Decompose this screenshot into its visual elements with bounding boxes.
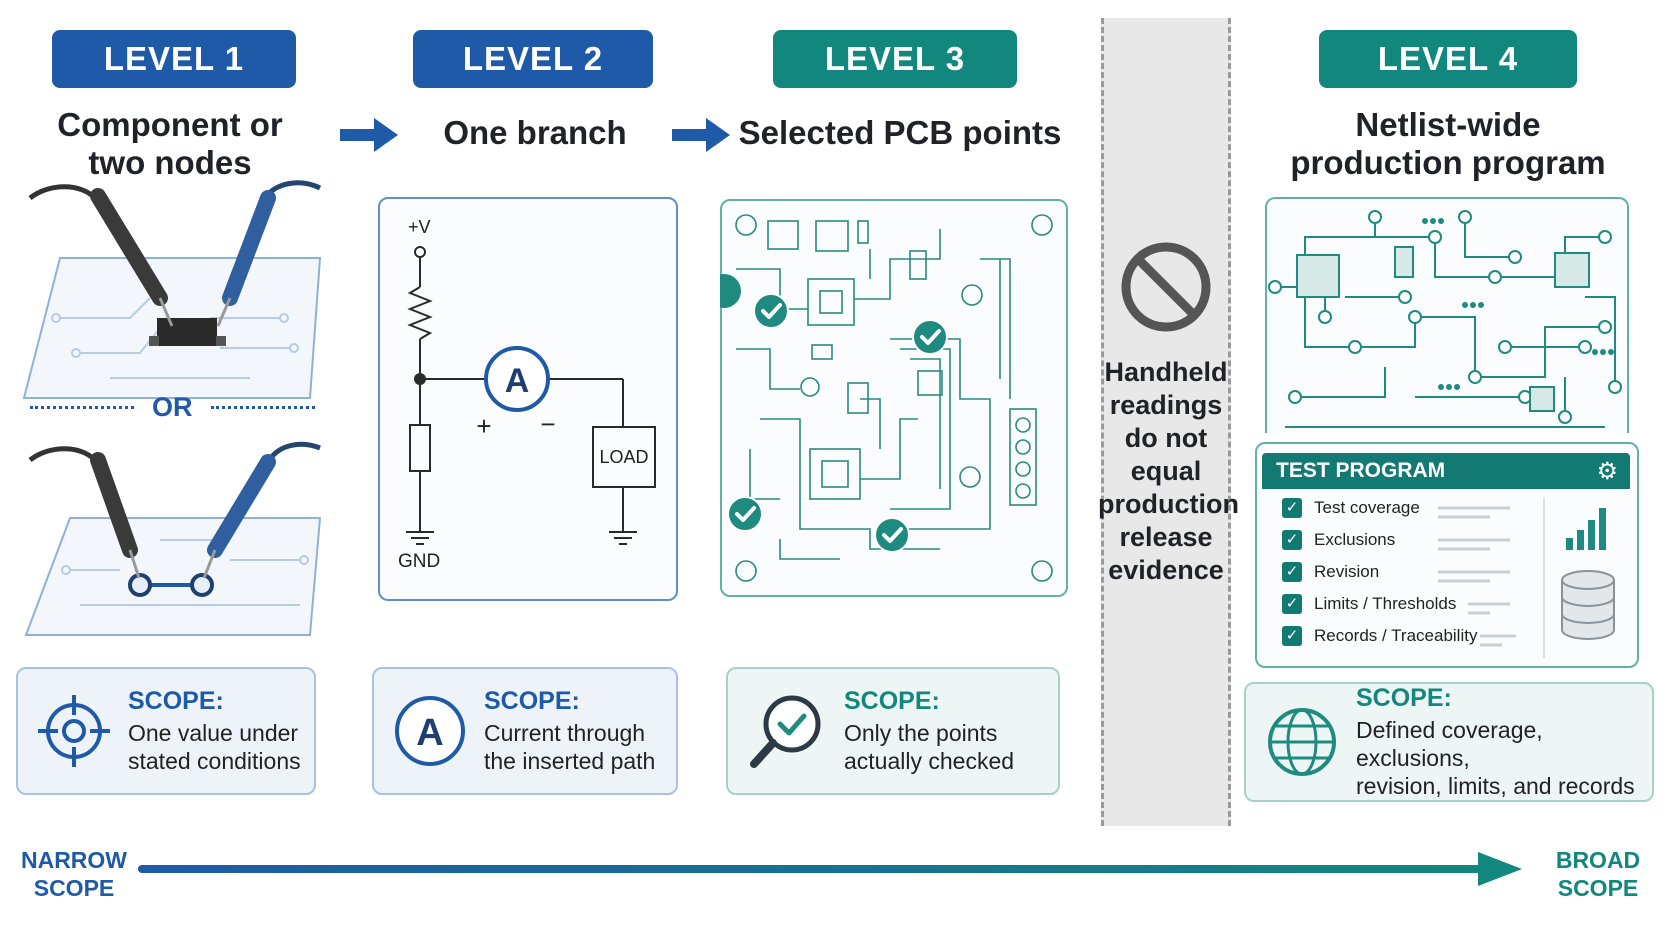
test-program-item-label: Exclusions <box>1314 530 1396 549</box>
test-program-header: TEST PROGRAM ⚙ <box>1262 453 1630 489</box>
gear-icon[interactable]: ⚙ <box>1596 457 1618 485</box>
level-4-badge: LEVEL 4 <box>1319 30 1577 88</box>
level-4-title-line1: Netlist-wide <box>1355 106 1541 143</box>
level-2-badge: LEVEL 2 <box>413 30 653 88</box>
scope-heading: SCOPE: <box>128 687 224 715</box>
test-program-item: ✓ Records / Traceability <box>1282 626 1477 646</box>
or-label: OR <box>152 392 193 422</box>
test-program-title: TEST PROGRAM <box>1276 459 1446 482</box>
scope-line: Defined coverage, exclusions, <box>1356 717 1543 771</box>
or-dash <box>30 406 134 409</box>
scope-line: revision, limits, and records <box>1356 773 1635 799</box>
scope-heading: SCOPE: <box>1356 684 1452 712</box>
checkbox-icon[interactable]: ✓ <box>1282 626 1302 646</box>
test-program-item-label: Revision <box>1314 562 1380 581</box>
bar-chart-icon <box>1566 508 1606 550</box>
or-dash <box>210 406 315 409</box>
broad-scope-line2: SCOPE <box>1557 875 1639 901</box>
scope-arrow <box>138 852 1522 886</box>
test-program-item-label: Records / Traceability <box>1314 626 1478 645</box>
scope-text: SCOPE: Current through the inserted path <box>484 687 655 775</box>
test-program-decoration <box>1438 498 1615 658</box>
magnifier-check-icon <box>750 695 821 768</box>
scope-text: SCOPE: Defined coverage, exclusions, rev… <box>1356 684 1652 800</box>
warning-line: production <box>1098 489 1239 519</box>
level-1-badge: LEVEL 1 <box>52 30 296 88</box>
netlist-diagram <box>1268 210 1622 428</box>
level-4-title: Netlist-wide production program <box>1270 106 1626 182</box>
gnd-label: GND <box>398 551 440 572</box>
warning-line: readings <box>1109 390 1223 420</box>
checkbox-icon[interactable]: ✓ <box>1282 498 1302 518</box>
level-1-title-line2: two nodes <box>88 144 252 181</box>
load-label: LOAD <box>599 447 648 467</box>
warning-text: Handheld readings do not equal productio… <box>1098 356 1239 587</box>
check-circle-icon <box>912 319 948 355</box>
scope-card-level-2: A SCOPE: Current through the inserted pa… <box>372 667 678 795</box>
ammeter-icon-letter: A <box>416 712 443 754</box>
checkbox-icon[interactable]: ✓ <box>1282 594 1302 614</box>
warning-divider: Handheld readings do not equal productio… <box>1098 18 1239 826</box>
globe-icon <box>1268 708 1336 776</box>
level-1-title: Component or two nodes <box>30 106 310 182</box>
narrow-scope-line1: NARROW <box>20 847 128 873</box>
checkbox-icon[interactable]: ✓ <box>1282 530 1302 550</box>
scope-line: Only the points <box>844 720 998 746</box>
test-program-item: ✓ Test coverage <box>1282 498 1420 518</box>
arrow-right-icon <box>672 118 730 152</box>
warning-line: Handheld <box>1104 357 1228 387</box>
probe-on-component-illustration <box>22 180 322 399</box>
broad-scope-label: BROAD SCOPE <box>1540 846 1656 902</box>
scope-line: One value under <box>128 720 299 746</box>
narrow-scope-line2: SCOPE <box>33 875 115 901</box>
level-4-title-line2: production program <box>1290 144 1606 181</box>
test-program-item-label: Limits / Thresholds <box>1314 594 1457 613</box>
scope-line: stated conditions <box>128 748 301 774</box>
test-program-item: ✓ Exclusions <box>1282 530 1395 550</box>
warning-line: evidence <box>1108 555 1224 585</box>
test-program-item-label: Test coverage <box>1314 498 1420 517</box>
scope-card-level-3: SCOPE: Only the points actually checked <box>726 667 1060 795</box>
arrow-right-icon <box>340 118 398 152</box>
branch-circuit-diagram: A +V GND LOAD + − <box>398 217 656 572</box>
probe-on-nodes-illustration <box>24 441 322 636</box>
ammeter-icon: A <box>395 696 465 766</box>
test-program-item: ✓ Revision <box>1282 562 1379 582</box>
or-separator: OR <box>30 392 315 423</box>
scope-line: Current through <box>484 720 646 746</box>
scope-text: SCOPE: Only the points actually checked <box>844 687 1014 775</box>
broad-scope-line1: BROAD <box>1555 847 1641 873</box>
level-3-badge: LEVEL 3 <box>773 30 1017 88</box>
prohibited-icon <box>1121 242 1211 332</box>
narrow-scope-label: NARROW SCOPE <box>14 846 134 902</box>
check-circle-icon <box>874 517 910 553</box>
target-icon <box>38 695 110 767</box>
test-program-item: ✓ Limits / Thresholds <box>1282 594 1456 614</box>
plus-label: + <box>476 411 491 441</box>
level-3-title: Selected PCB points <box>738 114 1062 151</box>
warning-line: equal <box>1130 456 1202 486</box>
level-2-title: One branch <box>443 114 627 151</box>
minus-label: − <box>540 409 555 439</box>
warning-line: do not <box>1124 423 1208 453</box>
check-circle-icon <box>727 496 763 532</box>
pcb-points-diagram <box>720 214 1053 582</box>
scope-line: actually checked <box>844 748 1015 774</box>
pcb-checks <box>727 293 948 553</box>
ammeter-label: A <box>505 362 530 400</box>
database-icon <box>1561 570 1615 640</box>
scope-card-level-4: SCOPE: Defined coverage, exclusions, rev… <box>1244 682 1654 802</box>
warning-line: release <box>1119 522 1213 552</box>
check-circle-icon <box>753 293 789 329</box>
scope-card-level-1: SCOPE: One value under stated conditions <box>16 667 316 795</box>
scope-heading: SCOPE: <box>484 687 580 715</box>
checkbox-icon[interactable]: ✓ <box>1282 562 1302 582</box>
scope-line: the inserted path <box>484 748 656 774</box>
scope-heading: SCOPE: <box>844 687 940 715</box>
scope-text: SCOPE: One value under stated conditions <box>128 687 301 775</box>
vplus-label: +V <box>408 217 431 237</box>
level-1-title-line1: Component or <box>57 106 283 143</box>
